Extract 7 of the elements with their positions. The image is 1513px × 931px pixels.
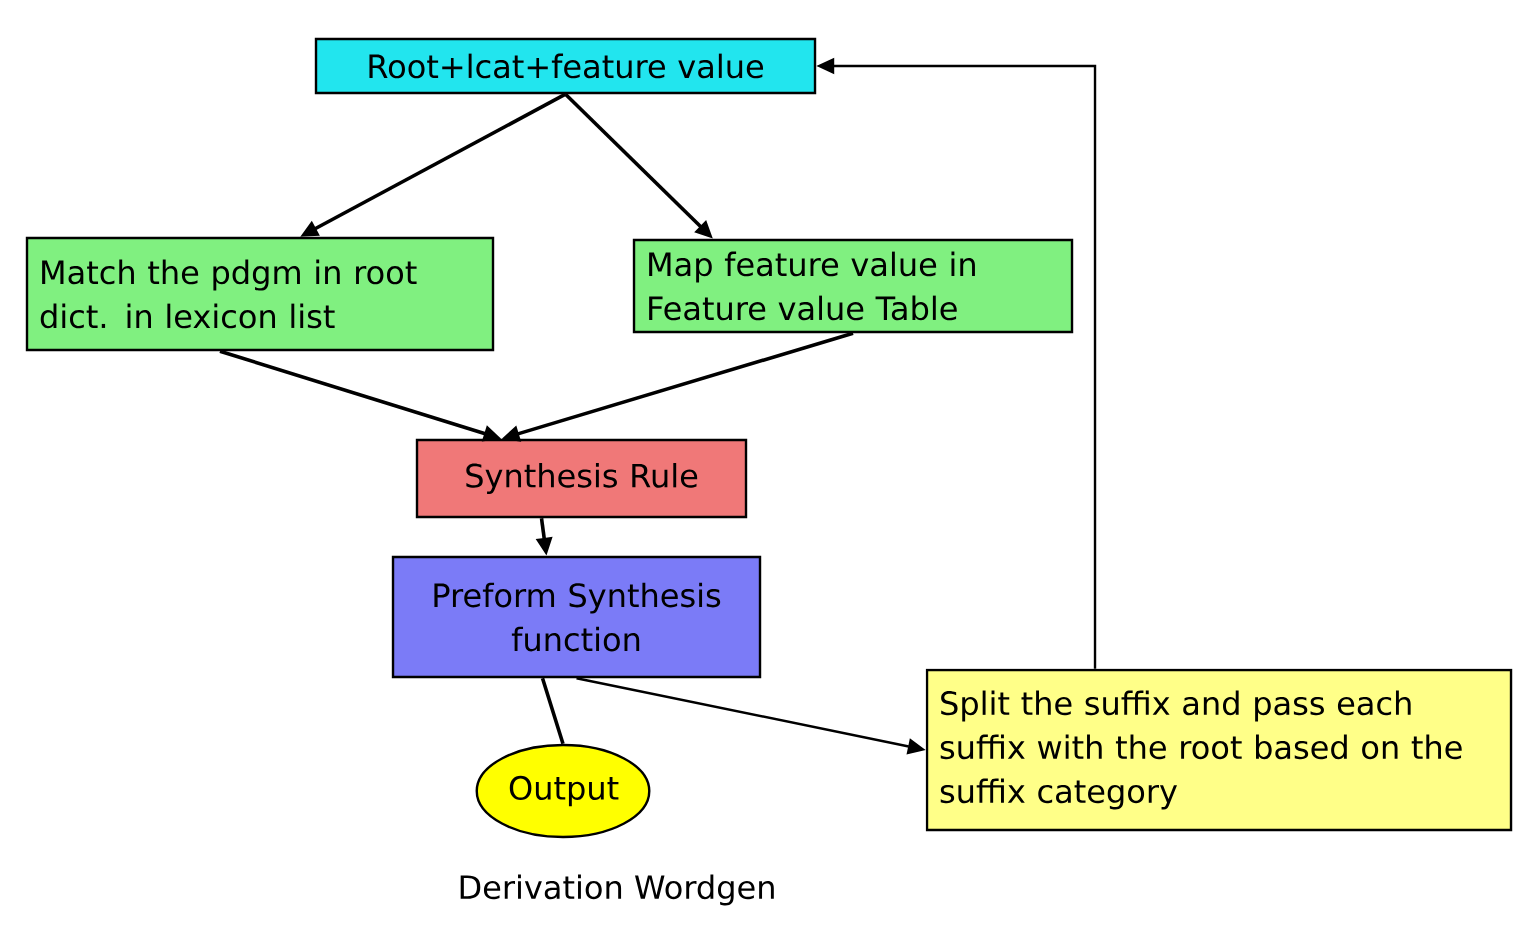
process-box: Map feature value in Feature value Table bbox=[632, 238, 1074, 334]
process-box: Preform Synthesis function bbox=[391, 555, 762, 679]
process-box: Synthesis Rule bbox=[415, 438, 748, 519]
caption: Derivation Wordgen bbox=[460, 874, 774, 906]
process-box: Root+lcat+feature value bbox=[314, 37, 817, 95]
process-box: Match the pdgm in root dict. in lexicon list bbox=[25, 236, 495, 352]
process-box: Split the suffix and pass each suffix with the root based on the suffix category bbox=[925, 668, 1513, 832]
